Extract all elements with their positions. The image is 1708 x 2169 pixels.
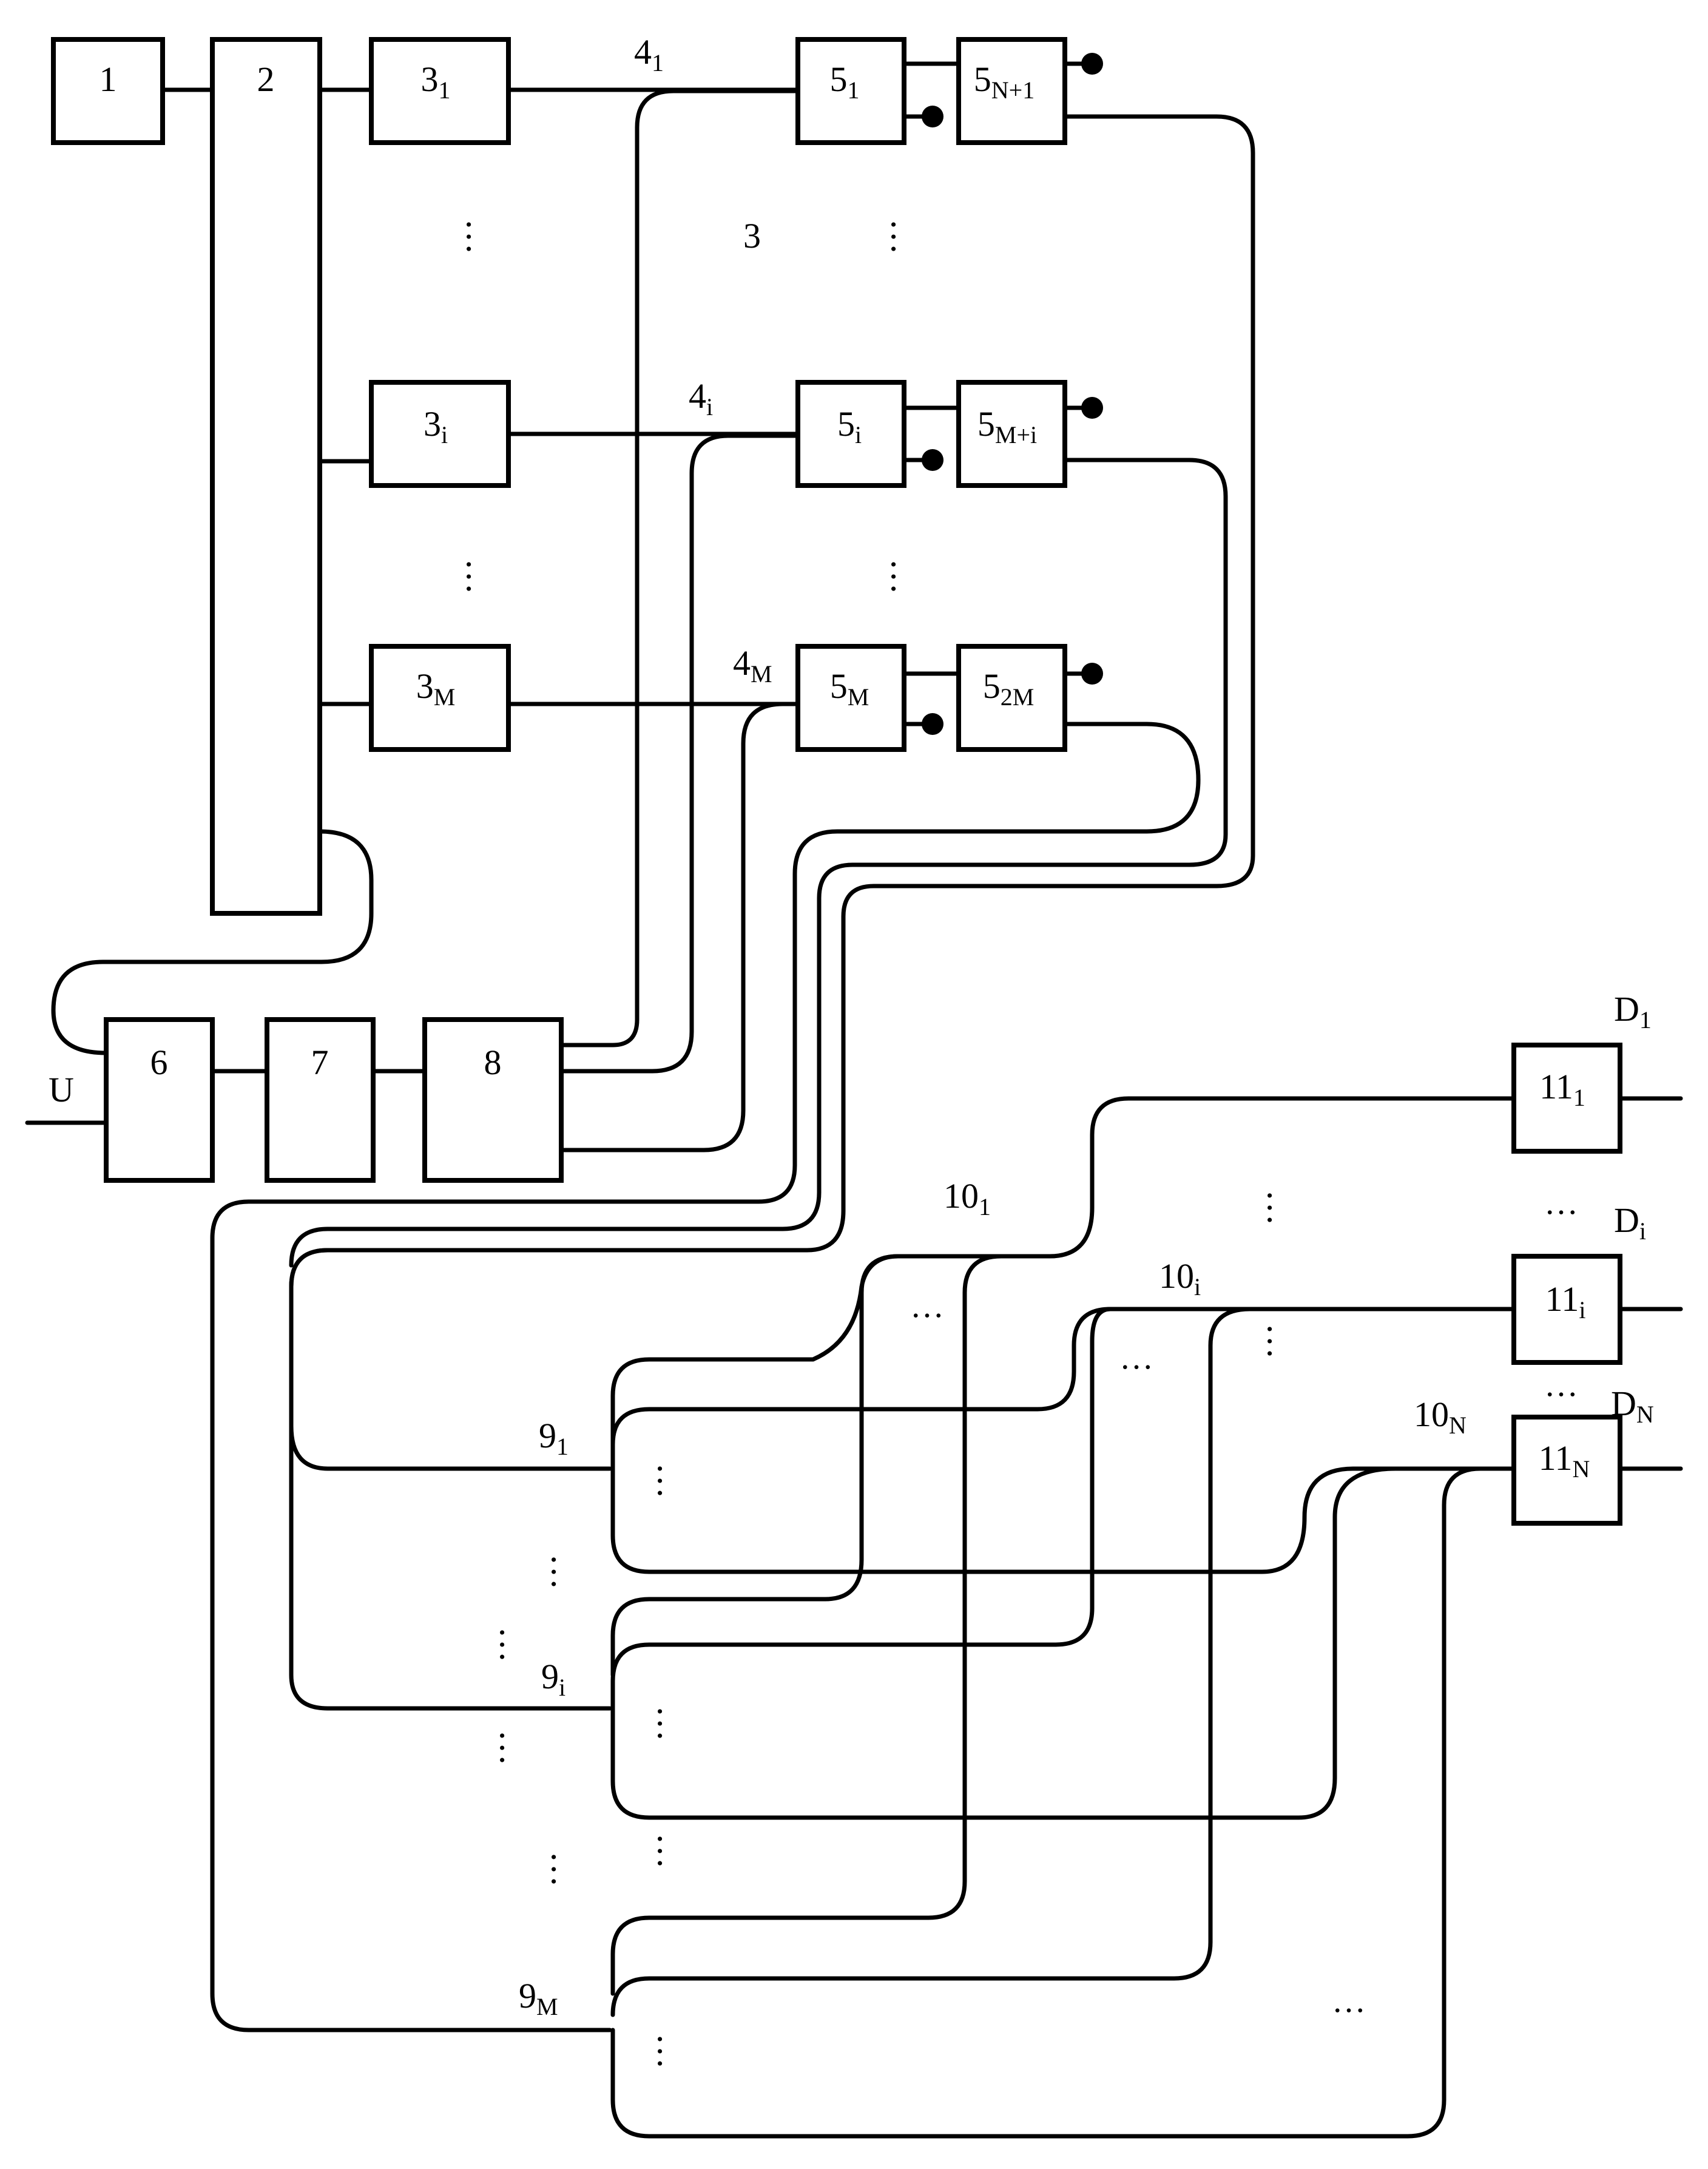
block-1-label: 1 — [100, 59, 117, 99]
termination-dots — [922, 53, 1103, 735]
wire-2-6-loop — [51, 829, 374, 1055]
block-11-i: 11i — [1511, 1254, 1622, 1365]
block-5-Mi: 5M+i — [956, 380, 1067, 488]
ellipses: … … … … … … … … … … … … … … … … … … … — [459, 218, 1578, 2069]
block-11-N: 11N — [1511, 1415, 1622, 1526]
connection-lines — [25, 61, 1683, 2139]
label-10-i: 10i — [1159, 1256, 1201, 1301]
block-3-i-label: 3i — [424, 404, 448, 448]
fiber-10-1b — [610, 1254, 1052, 1996]
ellipsis-vertical: … — [459, 558, 499, 595]
block-2-label: 2 — [257, 59, 275, 99]
wire-8-5-1 — [559, 89, 800, 1047]
block-2: 2 — [210, 37, 322, 916]
blocks: 1 2 31 3i 3M 51 5N+1 5i — [51, 37, 1622, 1526]
fiber-10-N — [610, 1466, 1516, 1574]
ellipsis-vertical: … — [650, 2033, 690, 2069]
block-3-M: 3M — [369, 644, 511, 752]
wire-8-5-M — [559, 702, 800, 1152]
block-5-M: 5M — [795, 644, 906, 752]
label-D-i: Di — [1614, 1200, 1646, 1245]
block-5-Mi-label: 5M+i — [977, 404, 1037, 448]
ellipsis-horizontal: … — [1332, 1982, 1366, 2020]
termination-dot — [1081, 663, 1103, 685]
block-5-M-label: 5M — [830, 666, 869, 711]
wire-5-2M-return — [210, 722, 1201, 2032]
block-3-i: 3i — [369, 380, 511, 488]
termination-dot — [1081, 53, 1103, 75]
ellipsis-vertical: … — [884, 558, 924, 595]
block-5-1: 51 — [795, 37, 906, 145]
label-4-M: 4M — [733, 643, 772, 688]
termination-dot — [1081, 397, 1103, 419]
block-6-label: 6 — [150, 1043, 168, 1082]
label-3: 3 — [743, 216, 761, 255]
block-5-2M-label: 52M — [983, 666, 1035, 711]
block-5-N1-label: 5N+1 — [974, 59, 1035, 104]
label-9-M: 9M — [519, 1976, 558, 2020]
ellipsis-horizontal: … — [910, 1287, 944, 1325]
wire-8-5-i — [559, 433, 800, 1074]
ellipsis-horizontal: … — [1544, 1366, 1578, 1404]
label-D-1: D1 — [1614, 989, 1652, 1034]
label-4-i: 4i — [689, 376, 713, 421]
fiber-10-Nb — [610, 1466, 1398, 1820]
block-6: 6 — [104, 1017, 215, 1183]
block-8-label: 8 — [484, 1043, 502, 1082]
ellipsis-horizontal: … — [1119, 1339, 1153, 1376]
ellipsis-vertical: … — [544, 1554, 584, 1590]
block-8: 8 — [422, 1017, 564, 1183]
label-10-N: 10N — [1414, 1395, 1467, 1439]
ellipsis-vertical: … — [544, 1851, 584, 1887]
block-7-label: 7 — [311, 1043, 329, 1082]
fiber-10-i — [610, 1307, 1516, 1447]
ellipsis-vertical: … — [1260, 1323, 1300, 1359]
ellipsis-vertical: … — [650, 1705, 690, 1742]
fiber-10-Nc — [610, 1466, 1516, 2139]
wire-5-Mi-return — [289, 458, 1228, 1268]
label-10-1: 101 — [943, 1176, 991, 1220]
block-5-2M: 52M — [956, 644, 1067, 752]
label-9-i: 9i — [541, 1657, 565, 1701]
ellipsis-vertical: … — [1260, 1189, 1300, 1226]
block-5-i-label: 5i — [837, 404, 862, 448]
fiber-10-1c — [610, 1254, 900, 1471]
block-1: 1 — [51, 37, 165, 145]
block-5-1-label: 51 — [830, 59, 860, 104]
block-11-N-label: 11N — [1539, 1438, 1590, 1483]
termination-dot — [922, 106, 943, 127]
block-11-i-label: 11i — [1545, 1279, 1586, 1324]
ellipsis-vertical: … — [650, 1833, 690, 1869]
ellipsis-vertical: … — [493, 1626, 533, 1663]
block-3-1: 31 — [369, 37, 511, 145]
label-U: U — [49, 1070, 74, 1109]
label-D-N: DN — [1611, 1384, 1654, 1428]
label-4-1: 41 — [634, 32, 664, 76]
block-11-1: 111 — [1511, 1043, 1622, 1154]
label-9-1: 91 — [539, 1416, 569, 1460]
block-7: 7 — [265, 1017, 376, 1183]
block-11-1-label: 111 — [1539, 1067, 1585, 1111]
block-5-i: 5i — [795, 380, 906, 488]
fiber-10-ib — [610, 1307, 1113, 1711]
fiber-10-1 — [610, 1096, 1516, 1677]
ellipsis-vertical: … — [650, 1463, 690, 1499]
block-3-1-label: 31 — [421, 59, 451, 104]
block-3-M-label: 3M — [416, 666, 456, 711]
ellipsis-vertical: … — [493, 1730, 533, 1766]
termination-dot — [922, 449, 943, 471]
ellipsis-horizontal: … — [1544, 1184, 1578, 1222]
ellipsis-vertical: … — [884, 218, 924, 255]
block-5-N1: 5N+1 — [956, 37, 1067, 145]
wire-to-9-i — [289, 1248, 612, 1711]
wire-5-N1-return — [289, 114, 1255, 1471]
labels: 41 4i 4M 3 U 91 9i 9M 101 10i 10N D1 Di … — [49, 32, 1654, 2020]
ellipsis-vertical: … — [459, 218, 499, 255]
fiber-10-ic — [610, 1307, 1252, 2017]
termination-dot — [922, 713, 943, 735]
